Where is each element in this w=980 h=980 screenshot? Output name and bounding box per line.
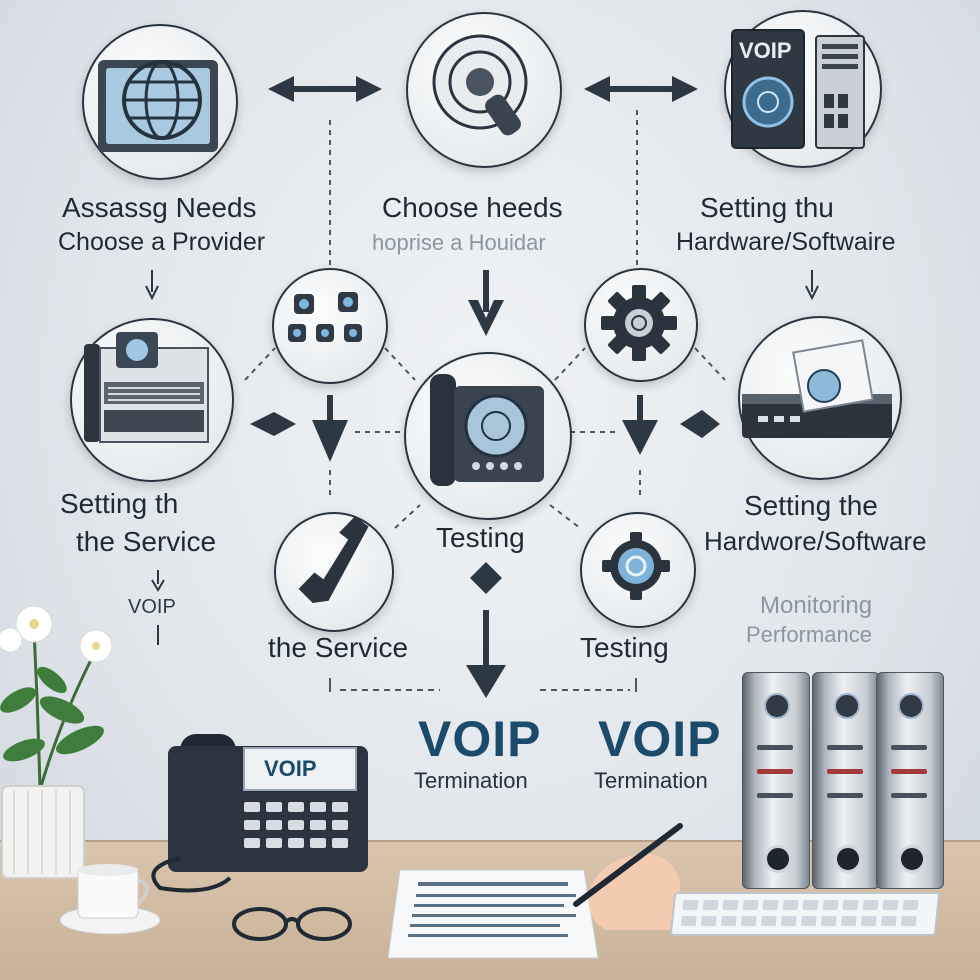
label-the-service: the Service [268, 632, 409, 663]
voip-termination-sub-left: Termination [414, 768, 528, 793]
label-setting-hw-mid-2: Hardwore/Software [704, 526, 927, 556]
apps-grid-icon [288, 292, 362, 342]
desk-phone-icon [430, 374, 544, 486]
gear-icon [602, 532, 670, 600]
desk-phone-icon [151, 734, 368, 893]
voip-termination-title-left: VOIP [418, 711, 542, 767]
server-binder-2 [812, 672, 880, 889]
testing-gear-circle [580, 512, 696, 628]
label-setting-hw-top-1: Setting thu [700, 192, 834, 223]
label-monitoring-1: Monitoring [760, 592, 873, 619]
router-screen-label: VOIP [739, 38, 792, 63]
label-setting-hw-mid-1: Setting the [744, 490, 878, 521]
label-setting-service-1: Setting th [60, 488, 179, 519]
glasses-icon [232, 907, 352, 941]
document-icon [388, 870, 599, 959]
desk-phone-circle [404, 352, 572, 520]
power-knob-icon [834, 845, 862, 873]
voip-termination-sub-right: Termination [594, 768, 708, 793]
label-voip-small: VOIP [128, 596, 176, 618]
binder-logo-icon [764, 693, 790, 719]
double-arrow-right [584, 76, 698, 102]
label-setting-hw-top-2: Hardware/Softwaire [676, 228, 896, 256]
globe-circle [82, 24, 238, 180]
voip-termination-title-right: VOIP [598, 711, 722, 767]
router-icon [742, 339, 892, 438]
apps-circle [272, 268, 388, 384]
label-testing-center: Testing [436, 522, 525, 553]
phone-receiver-circle [274, 512, 394, 632]
rack-device-icon [84, 332, 209, 443]
rack-device-circle [70, 318, 234, 482]
label-choose-garbled: hoprise a Houidar [372, 230, 546, 255]
power-knob-icon [764, 845, 792, 873]
label-setting-service-2: the Service [76, 526, 217, 557]
gear-circle [584, 268, 698, 382]
label-choose-needs: Choose heeds [382, 192, 563, 223]
server-binder-3 [876, 672, 944, 889]
router-circle [738, 316, 902, 480]
keyboard [669, 892, 941, 936]
globe-icon [98, 60, 218, 152]
coffee-cup-icon [59, 864, 161, 935]
desk-phone-screen-label: VOIP [264, 756, 317, 781]
label-assess-needs: Assassg Needs [62, 192, 257, 223]
voip-server-circle: VOIP [724, 10, 882, 168]
gear-icon [601, 285, 677, 361]
down-arrow-top [468, 270, 504, 336]
double-arrow-left [268, 76, 382, 102]
phone-receiver-icon [298, 516, 369, 604]
label-monitoring-2: Performance [746, 622, 872, 647]
server-binder-1 [742, 672, 810, 889]
handset-circle [406, 12, 562, 168]
label-testing-right: Testing [580, 632, 669, 663]
flower-icon [0, 605, 113, 879]
server-icon [731, 29, 865, 149]
label-choose-provider: Choose a Provider [58, 228, 266, 256]
hand-pen-icon [573, 823, 683, 930]
binder-logo-icon [898, 693, 924, 719]
handset-icon [432, 34, 528, 136]
binder-logo-icon [834, 693, 860, 719]
power-knob-icon [898, 845, 926, 873]
